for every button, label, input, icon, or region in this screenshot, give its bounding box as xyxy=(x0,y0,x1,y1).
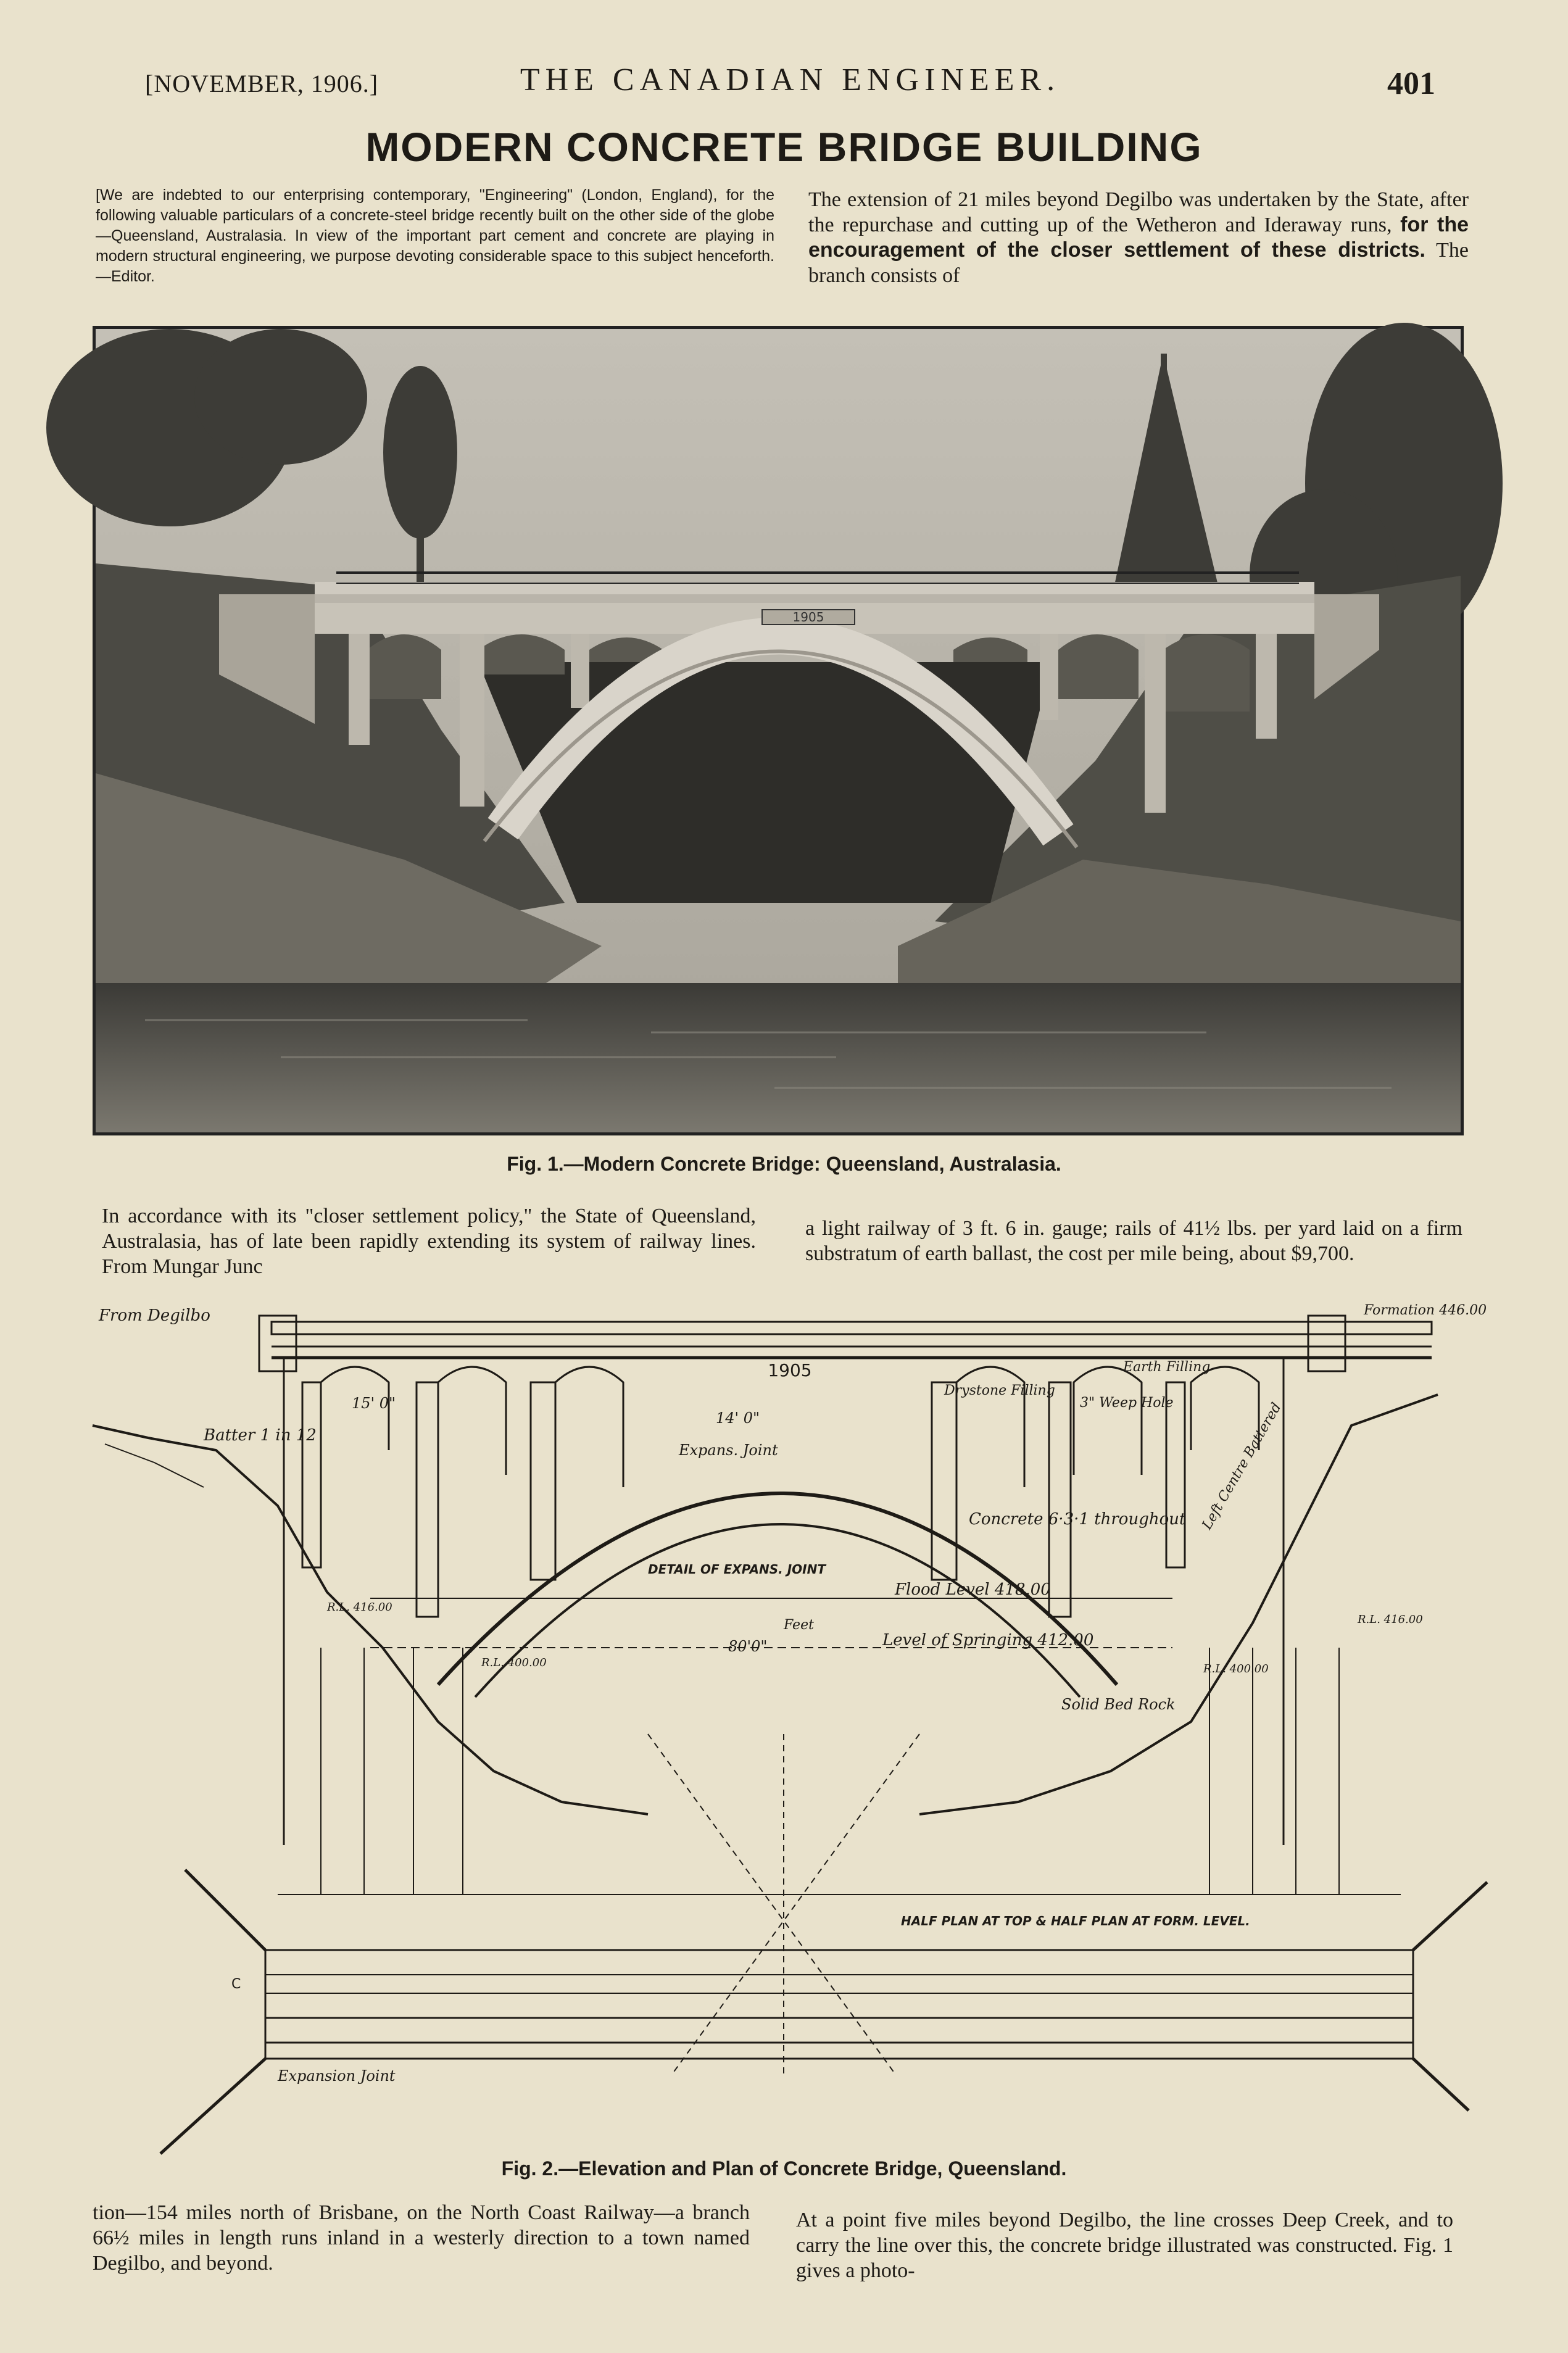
label-date-plate: 1905 xyxy=(768,1360,811,1380)
photo-date-plate: 1905 xyxy=(793,610,824,625)
label-rl-left: R.L. 416.00 xyxy=(326,1601,392,1614)
label-weep-hole: 3" Weep Hole xyxy=(1080,1395,1174,1411)
label-expansion-joint: Expans. Joint xyxy=(678,1442,778,1459)
issue-date: [NOVEMBER, 1906.] xyxy=(145,70,379,98)
intro-right-column: The extension of 21 miles beyond Degilbo… xyxy=(808,187,1469,288)
intro-text-b: The branch consists of xyxy=(808,239,1469,287)
page-number: 401 xyxy=(1387,66,1435,101)
label-rl-right: R.L. 416.00 xyxy=(1357,1613,1423,1626)
label-formation: Formation 446.00 xyxy=(1363,1303,1487,1318)
para2-left-column: tion—154 miles north of Brisbane, on the… xyxy=(93,2201,750,2275)
label-earth-filling: Earth Filling xyxy=(1122,1359,1210,1375)
label-solid-rock: Solid Bed Rock xyxy=(1061,1696,1176,1713)
label-drystone: Drystone Filling xyxy=(944,1383,1055,1398)
label-batter: Batter 1 in 12 xyxy=(203,1426,317,1445)
label-half-plan: HALF PLAN AT TOP & HALF PLAN AT FORM. LE… xyxy=(901,1914,1250,1928)
label-dim-15: 15' 0" xyxy=(352,1395,396,1412)
label-span-80: 80'0" xyxy=(728,1638,767,1655)
label-section-c: C xyxy=(231,1977,241,1992)
label-flood-level: Flood Level 418.00 xyxy=(894,1580,1051,1599)
label-dim-14: 14' 0" xyxy=(716,1409,760,1427)
fig2-caption: Fig. 2.—Elevation and Plan of Concrete B… xyxy=(501,2157,1067,2180)
label-rl-low2: R.L. 400.00 xyxy=(1203,1662,1269,1675)
bridge-photo-illustration: 1905 xyxy=(46,323,1503,1132)
label-left-centre: Left Centre Battered xyxy=(1199,1400,1284,1533)
elevation-plan-drawing: From Degilbo Batter 1 in 12 Formation 44… xyxy=(92,1302,1488,2155)
editor-note: [We are indebted to our enterprising con… xyxy=(96,186,774,285)
label-detail: DETAIL OF EXPANS. JOINT xyxy=(648,1562,826,1577)
intro-text-a: The extension of 21 miles beyond Degilbo… xyxy=(808,188,1469,236)
para1-right-column: a light railway of 3 ft. 6 in. gauge; ra… xyxy=(805,1217,1462,1265)
journal-title: THE CANADIAN ENGINEER. xyxy=(520,62,1061,98)
label-springing: Level of Springing 412.00 xyxy=(882,1631,1093,1650)
fig1-caption: Fig. 1.—Modern Concrete Bridge: Queensla… xyxy=(507,1153,1061,1175)
intro-text-bold: for the encouragement of the closer sett… xyxy=(808,213,1469,262)
bridge-photograph: 1905 xyxy=(46,323,1503,1135)
label-rl-low: R.L. 400.00 xyxy=(481,1656,547,1669)
para2-right-column: At a point five miles beyond Degilbo, th… xyxy=(796,2209,1453,2282)
label-from-degilbo: From Degilbo xyxy=(98,1306,210,1325)
elevation-plan-svg: From Degilbo Batter 1 in 12 Formation 44… xyxy=(92,1303,1488,2155)
label-expansion-plan: Expansion Joint xyxy=(277,2067,396,2085)
label-scale-feet: Feet xyxy=(783,1617,814,1633)
article-title: MODERN CONCRETE BRIDGE BUILDING xyxy=(365,124,1203,170)
running-header: [NOVEMBER, 1906.] THE CANADIAN ENGINEER.… xyxy=(145,62,1435,111)
label-concrete: Concrete 6·3·1 throughout xyxy=(969,1510,1186,1529)
para1-left-column: In accordance with its "closer settlemen… xyxy=(102,1205,756,1278)
